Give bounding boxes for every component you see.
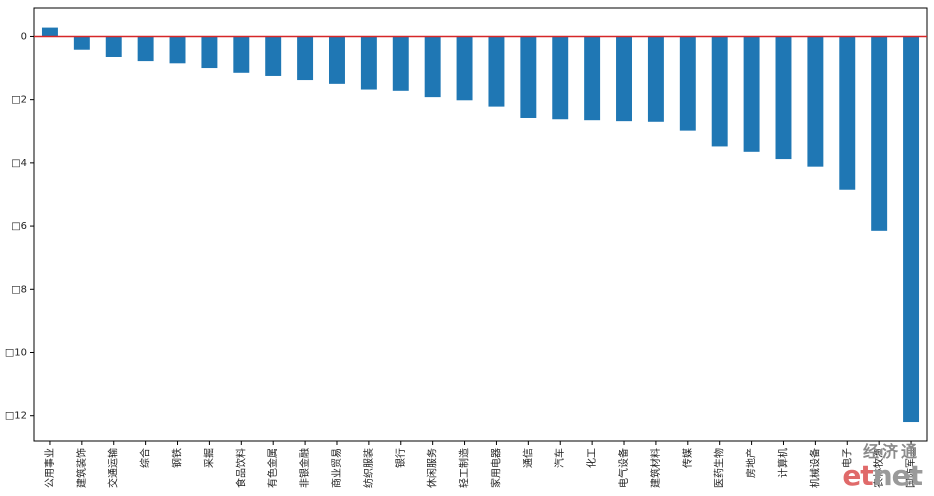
bar-3 [105,36,122,57]
x-tick-label: 银行 [394,448,407,468]
bar-9 [297,36,314,81]
x-tick-label: 建筑装饰 [75,448,88,488]
bar-17 [552,36,569,120]
bar-21 [679,36,696,131]
x-tick-label: 建筑材料 [649,448,662,488]
x-tick-label: 纺织服装 [362,448,375,488]
bar-28 [903,36,920,423]
y-tick-label: □8 [11,284,27,295]
x-tick-label: 钢铁 [171,448,184,468]
x-tick-label: 汽车 [553,448,566,468]
bars-group [41,27,920,423]
bar-14 [456,36,473,101]
bar-2 [73,36,90,50]
bar-20 [647,36,664,122]
bar-11 [360,36,377,90]
bar-8 [265,36,282,76]
bar-12 [392,36,409,91]
bar-27 [871,36,888,231]
x-tick-label: 采掘 [202,448,215,468]
bar-16 [520,36,537,118]
y-tick-label: □12 [5,411,27,422]
x-tick-label: 有色金属 [266,448,279,488]
x-tick-label: 通信 [522,448,534,468]
x-tick-label: 食品饮料 [234,448,247,488]
bar-10 [329,36,345,84]
x-tick-label: 轻工制造 [458,448,471,488]
x-tick-label: 综合 [139,448,152,468]
x-tick-label: 国防军工 [904,448,917,488]
watermark-top-text: 经济通 [862,442,920,461]
watermark-logo: 经济通 etnet [816,442,926,492]
watermark-brand-et: et [842,459,873,492]
bar-18 [584,36,601,121]
bar-6 [201,36,218,69]
y-tick-label: □6 [11,221,27,232]
bar-5 [169,36,186,64]
y-tick-label: □4 [11,158,27,169]
y-tick-label: □2 [11,95,27,106]
bar-26 [839,36,856,190]
x-tick-label: 医药生物 [713,448,726,488]
x-tick-label: 电气设备 [617,448,630,488]
x-tick-label: 非银金融 [298,448,311,488]
bar-23 [743,36,760,152]
bar-24 [775,36,792,160]
bar-22 [711,36,728,147]
x-tick-label: 电子 [840,448,853,468]
x-tick-label: 化工 [585,448,598,468]
x-tick-label: 农林牧渔 [872,448,885,488]
watermark-brand-net: net [872,459,923,492]
bar-19 [616,36,632,122]
x-tick-label: 公用事业 [43,448,56,488]
x-tick-label: 传媒 [682,448,694,468]
watermark-brand: etnet [842,459,923,492]
x-tick-label: 房地产 [745,448,758,478]
bar-13 [424,36,441,98]
x-tick-label: 休闲服务 [426,448,439,488]
x-tick-label: 交通运输 [107,448,120,488]
bar-15 [488,36,505,107]
bar-25 [807,36,824,167]
y-tick-label: □10 [5,348,27,359]
x-tick-label: 计算机 [776,448,789,478]
plot-area [33,7,928,442]
bar-4 [137,36,154,62]
y-tick-label: 0 [21,31,27,42]
x-tick-label: 商业贸易 [330,448,343,488]
y-axis-ticks: 0 □2 □4 □6 □8 □10 □12 [5,31,34,422]
bar-7 [233,36,250,73]
bar-1 [41,27,58,37]
x-axis-ticks: 公用事业 建筑装饰 交通运输 综合钢铁采掘 食品饮料 有色金属 非银金融 商业贸易 纺织服装 银行… [43,441,917,488]
x-tick-label: 家用电器 [489,448,502,488]
x-tick-label: 机械设备 [808,448,821,488]
